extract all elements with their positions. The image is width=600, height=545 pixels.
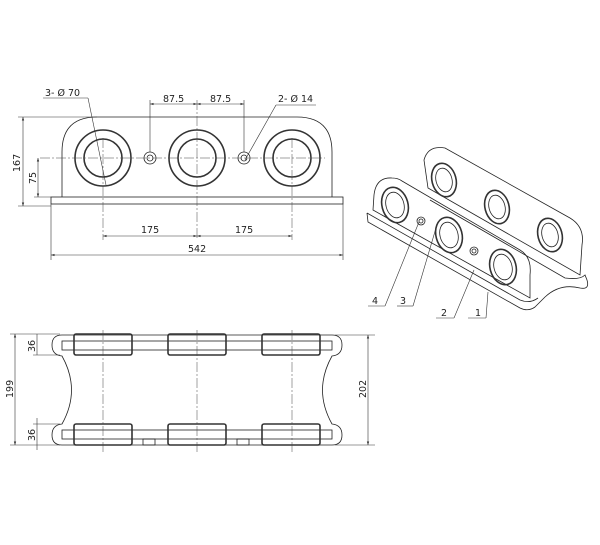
front-view: 87.5 87.5 167 75 175 175 542 3- Ø 70 2- … [12, 88, 344, 260]
isometric-view: 4 3 2 1 [366, 147, 589, 319]
dim-175-right: 175 [235, 225, 253, 236]
dim-167: 167 [12, 154, 23, 172]
part-label-3: 3 [400, 296, 406, 307]
dim-202: 202 [358, 380, 369, 398]
dim-542: 542 [188, 244, 206, 255]
part-label-2: 2 [441, 308, 447, 319]
dim-87-5-left: 87.5 [163, 94, 184, 105]
dim-87-5-right: 87.5 [210, 94, 231, 105]
iso-holes [380, 162, 564, 286]
dim-36-bottom: 36 [27, 429, 38, 441]
part-label-1: 1 [475, 308, 481, 319]
dim-175-left: 175 [141, 225, 159, 236]
top-view: 199 36 36 202 [5, 330, 375, 452]
callout-large-holes: 3- Ø 70 [45, 88, 80, 99]
callout-bolt-holes: 2- Ø 14 [278, 94, 313, 105]
dim-75: 75 [28, 172, 39, 184]
dim-36-top: 36 [27, 340, 38, 352]
part-label-4: 4 [372, 296, 378, 307]
dim-199: 199 [5, 380, 16, 398]
